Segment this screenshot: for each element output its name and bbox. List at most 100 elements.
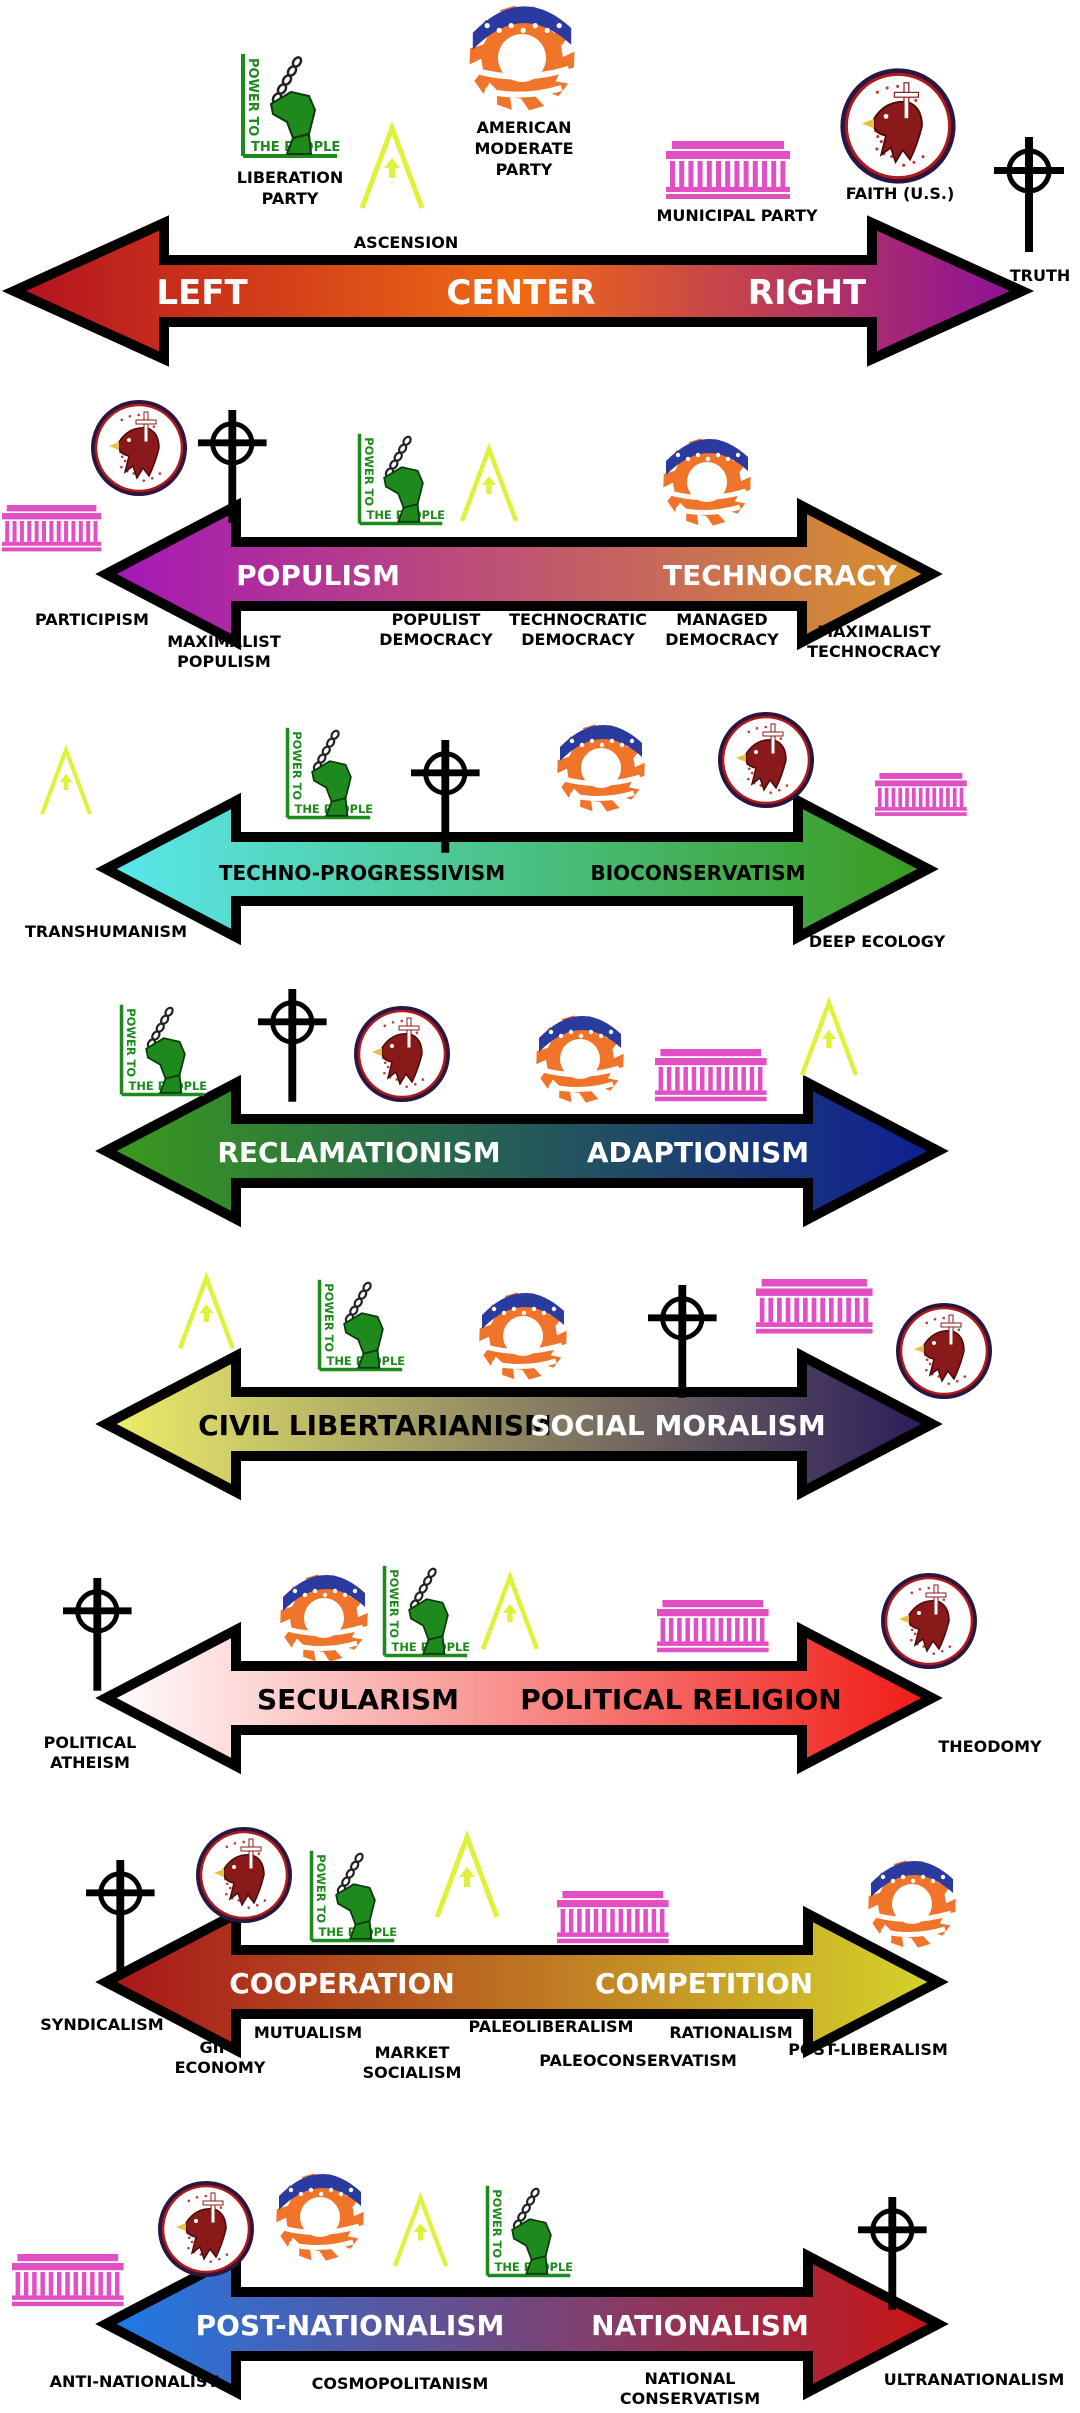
triangle-arrow-icon: [434, 1829, 500, 1918]
arrow-shape: [95, 1347, 943, 1501]
axis-arrow-3: [95, 792, 939, 946]
svg-text:POWER TO: POWER TO: [245, 58, 260, 136]
arrow-shape: [95, 2247, 949, 2401]
arrow-shape: [95, 792, 939, 946]
capitol-building-icon: [557, 1891, 669, 1944]
position-label-7-6: PALEOCONSERVATISM: [539, 2051, 737, 2070]
triangle-arrow-icon: [40, 744, 92, 815]
axis-3-right-label: BIOCONSERVATISM: [590, 861, 805, 885]
axis-arrow-4: [95, 1074, 949, 1228]
svg-text:POWER TO: POWER TO: [314, 1854, 328, 1923]
eagle-cross-seal-icon: [881, 1573, 977, 1669]
capitol-building-icon: [12, 2254, 124, 2307]
position-label-3-2: DEEP ECOLOGY: [809, 932, 946, 951]
svg-text:POWER TO: POWER TO: [322, 1283, 336, 1352]
capitol-building-icon: [875, 773, 967, 816]
eagle-cross-seal-icon: [91, 400, 187, 496]
arrow-shape: [95, 1074, 949, 1228]
axis-6-left-label: SECULARISM: [257, 1683, 459, 1716]
triangle-arrow-icon: [359, 120, 425, 209]
axis-7-right-label: COMPETITION: [595, 1967, 813, 2000]
axis-1-center-label: CENTER: [446, 273, 595, 313]
svg-text:POWER TO: POWER TO: [387, 1569, 401, 1638]
arrow-shape: [95, 1621, 943, 1775]
celtic-cross-icon: [63, 1578, 132, 1691]
eagle-cross-seal-icon: [718, 712, 814, 808]
eagle-cross-seal-icon: [196, 1827, 292, 1923]
axis-2-left-label: POPULISM: [236, 559, 400, 592]
flag-gear-icon: [868, 1860, 956, 1948]
party-label-ascension: ASCENSION: [354, 233, 458, 252]
axis-1-left-label: LEFT: [156, 273, 248, 313]
position-label-8-1: ANTI-NATIONALIST: [50, 2372, 219, 2391]
axis-5-left-label: CIVIL LIBERTARIANISM: [198, 1409, 552, 1442]
position-label-8-2: COSMOPOLITANISM: [312, 2374, 489, 2393]
flag-gear-icon: [280, 1574, 368, 1662]
axis-2-right-label: TECHNOCRACY: [663, 559, 898, 592]
svg-text:POWER TO: POWER TO: [362, 437, 376, 506]
arrow-shape: [95, 497, 943, 651]
position-label-8-4: ULTRANATIONALISM: [884, 2370, 1065, 2389]
celtic-cross-icon: [648, 1285, 717, 1398]
axis-8-right-label: NATIONALISM: [591, 2309, 809, 2342]
axis-1-right-label: RIGHT: [748, 273, 867, 313]
flag-gear-icon: [557, 724, 645, 812]
capitol-building-icon: [756, 1279, 873, 1334]
triangle-arrow-icon: [393, 2191, 448, 2267]
arrow-shape: [95, 1905, 949, 2059]
axis-8-left-label: POST-NATIONALISM: [196, 2309, 505, 2342]
axis-7-left-label: COOPERATION: [229, 1967, 455, 2000]
position-label-7-8: POST-LIBERALISM: [788, 2040, 948, 2059]
position-label-7-3: MUTUALISM: [254, 2023, 362, 2042]
triangle-arrow-icon: [799, 996, 859, 1076]
party-label-municipal: MUNICIPAL PARTY: [656, 206, 818, 225]
axis-arrow-5: [95, 1347, 943, 1501]
position-label-6-2: THEODOMY: [938, 1737, 1042, 1756]
flag-gear-icon: [469, 5, 575, 111]
celtic-cross-icon: [858, 2197, 927, 2310]
axis-arrow-6: [95, 1621, 943, 1775]
position-label-7-5: PALEOLIBERALISM: [469, 2017, 634, 2036]
svg-text:POWER TO: POWER TO: [124, 1008, 138, 1077]
eagle-cross-seal-icon: [158, 2181, 254, 2277]
axis-3-left-label: TECHNO-PROGRESSIVISM: [219, 861, 505, 885]
axis-arrow-7: [95, 1905, 949, 2059]
celtic-cross-icon: [994, 137, 1064, 252]
capitol-building-icon: [655, 1049, 767, 1102]
axis-4-left-label: RECLAMATIONISM: [217, 1136, 500, 1169]
axis-arrow-8: [95, 2247, 949, 2401]
eagle-cross-seal-icon: [354, 1006, 450, 1102]
eagle-cross-seal-icon: [896, 1303, 992, 1399]
axis-6-right-label: POLITICAL RELIGION: [520, 1683, 842, 1716]
position-label-7-1: SYNDICALISM: [40, 2015, 163, 2034]
eagle-cross-seal-icon: [840, 68, 956, 184]
celtic-cross-icon: [198, 410, 267, 523]
flag-gear-icon: [536, 1015, 624, 1103]
capitol-building-icon: [657, 1600, 769, 1653]
celtic-cross-icon: [258, 989, 327, 1102]
axis-arrow-2: [95, 497, 943, 651]
svg-text:POWER TO: POWER TO: [490, 2189, 504, 2258]
party-label-truth: TRUTH: [1010, 266, 1071, 285]
svg-text:POWER TO: POWER TO: [290, 731, 304, 800]
triangle-arrow-icon: [459, 442, 519, 522]
axis-4-right-label: ADAPTIONISM: [587, 1136, 809, 1169]
capitol-building-icon: [2, 505, 102, 552]
